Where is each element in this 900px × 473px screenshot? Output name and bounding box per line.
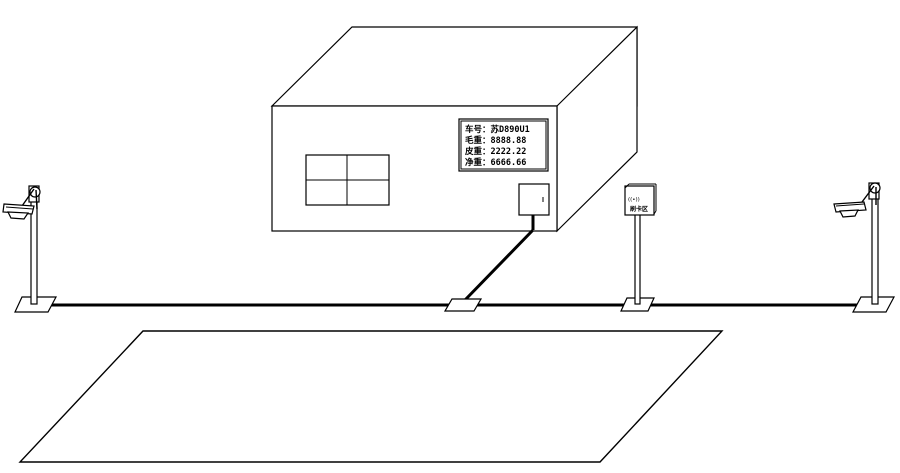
junction-plate — [443, 298, 483, 312]
right-camera-pole — [852, 182, 895, 313]
display-panel: 车号：苏D890U1 毛重：8888.88 皮重：2222.22 净重：6666… — [458, 118, 549, 172]
camera-icon-right — [833, 201, 867, 218]
tare-row: 皮重：2222.22 — [464, 146, 526, 157]
gross-row: 毛重：8888.88 — [465, 135, 526, 146]
control-cable-diagonal — [463, 228, 535, 302]
rf-symbol: ((•)) — [628, 197, 640, 203]
weighing-platform — [18, 330, 724, 463]
card-reader-pole — [620, 213, 655, 312]
plate-row: 车号：苏D890U1 — [465, 124, 530, 135]
camera-icon — [2, 203, 35, 220]
card-reader-label: 刷卡区 — [630, 205, 648, 213]
building-window — [305, 154, 390, 206]
net-row: 净重：6666.66 — [465, 157, 526, 168]
control-box — [518, 183, 550, 216]
left-camera-pole — [14, 185, 57, 313]
card-reader-icon: ((•)) 刷卡区 — [624, 183, 657, 216]
